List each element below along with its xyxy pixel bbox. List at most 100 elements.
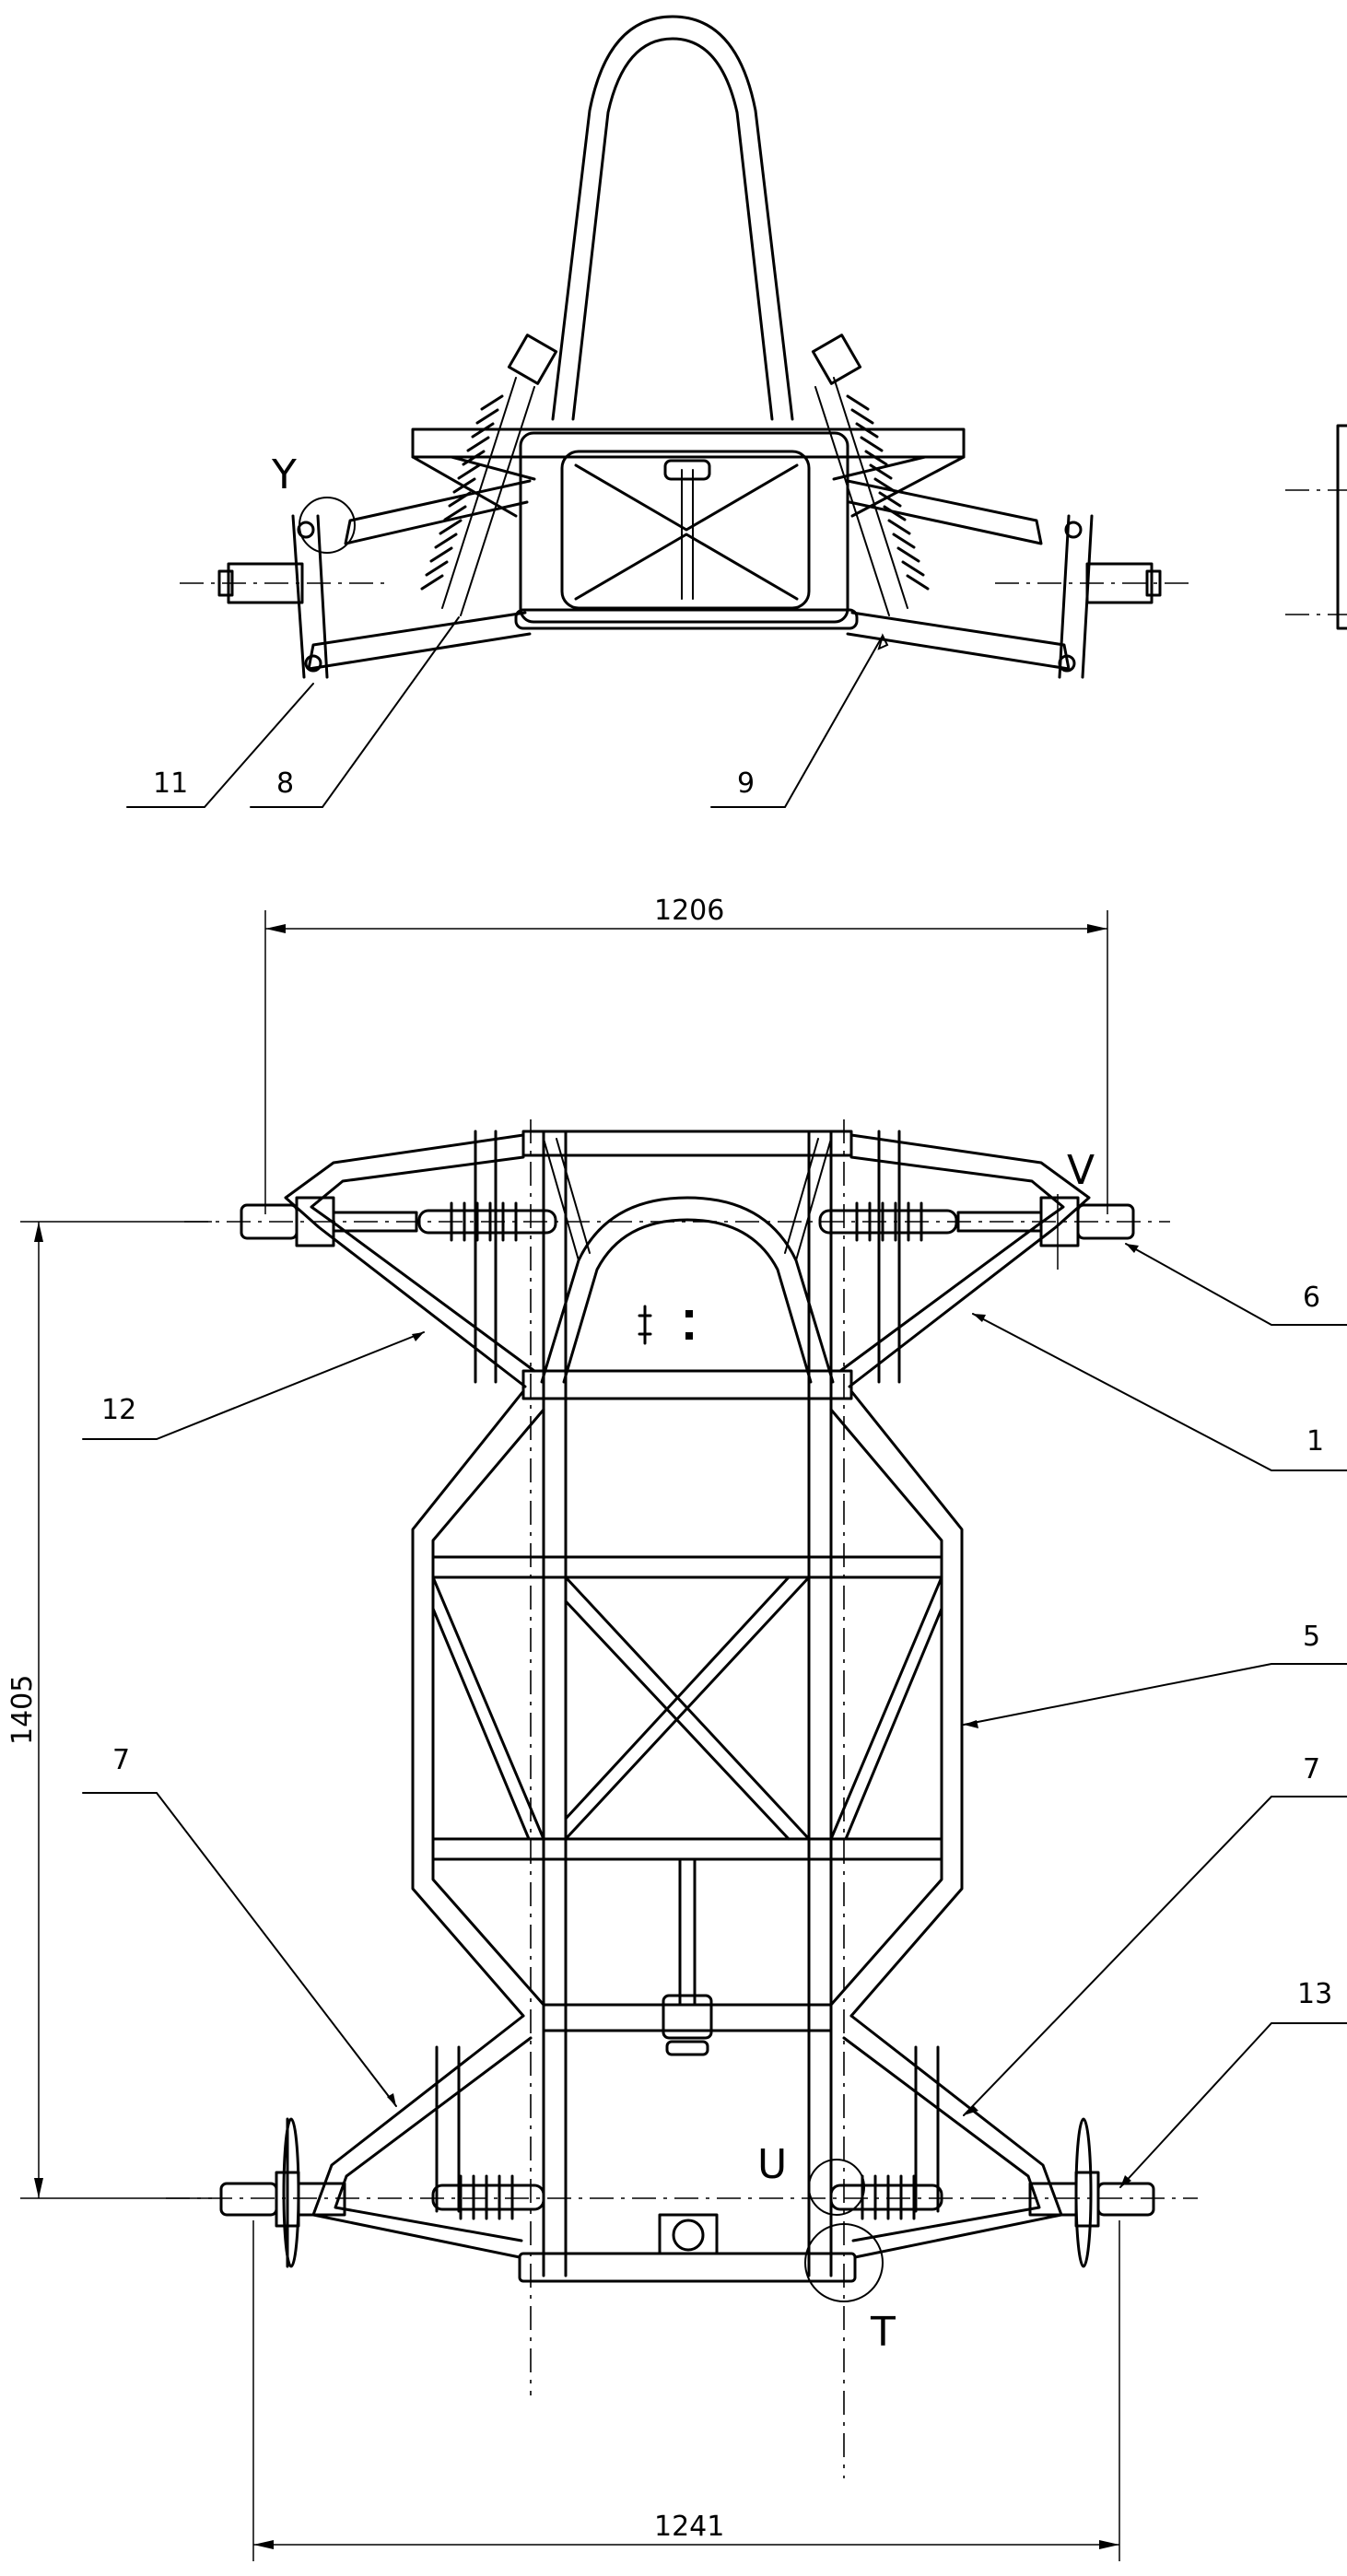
right-main-rail: [807, 1130, 833, 2277]
spine-block: [665, 2040, 709, 2056]
roll-hoop-outer: [551, 15, 794, 421]
right-coilover: [811, 334, 930, 616]
rear-right-a-arm: [842, 2014, 1063, 2259]
front-box-cap: [663, 459, 711, 481]
front-bottom-plate: [514, 608, 859, 630]
front-box-brace-b: [574, 533, 799, 601]
detail-label-v: V: [1067, 1147, 1095, 1194]
right-hub-nut: [1145, 569, 1162, 597]
left-lower-wishbone: [307, 611, 532, 671]
rear-cross-member: [542, 2003, 833, 2032]
front-left-coilover: [417, 1201, 557, 1242]
front-right-a-arm: [838, 1133, 1091, 1388]
dim-front-track-value: 1206: [654, 895, 724, 927]
left-outer-rail: [474, 1130, 498, 1384]
rear-sensor-box: [658, 2213, 719, 2255]
roll-hoop-inner: [571, 37, 774, 421]
left-upper-joint: [297, 521, 315, 539]
leader-6: [1125, 1243, 1347, 1326]
arrow-12: [412, 1332, 424, 1341]
rear-left-a-arm: [311, 2014, 533, 2259]
plan-view: 1206 1405 1241: [6, 895, 1347, 2561]
detail-label-u: U: [757, 2141, 787, 2188]
right-lower-joint: [1058, 654, 1076, 673]
front-box-frame: [519, 431, 849, 624]
left-main-rail: [542, 1130, 568, 2277]
leader-13: [1119, 2022, 1347, 2188]
cross-member-2: [431, 1837, 943, 1861]
front-top-plate: [411, 427, 966, 459]
front-stay-left: [411, 455, 536, 518]
right-outer-rail: [877, 1130, 901, 1384]
front-cross-member: [521, 1130, 853, 1157]
rear-inner-right: [914, 2045, 940, 2213]
side-diag-right: [829, 1575, 943, 1841]
leader-9: [710, 635, 884, 808]
left-upright: [291, 514, 329, 679]
leader-7-right: [963, 1796, 1347, 2116]
arrow-7-left: [387, 2093, 396, 2106]
side-view-fragment: [1336, 424, 1347, 630]
callout-7-right: 7: [1303, 1753, 1320, 1786]
front-box-center: [681, 469, 694, 600]
leader-7-left: [82, 1792, 397, 2107]
detail-label-y: Y: [271, 451, 297, 498]
frame-right-side: [829, 1389, 964, 2018]
arrow-13: [1120, 2175, 1131, 2187]
dimension-wheelbase: 1405: [6, 1221, 212, 2199]
left-lower-joint: [304, 654, 322, 673]
callout-11: 11: [153, 767, 188, 800]
detail-circle-u: [808, 2159, 865, 2216]
front-box-brace-a: [574, 463, 799, 532]
dimension-front-track: 1206: [264, 895, 1108, 1214]
rear-inner-left: [435, 2045, 461, 2213]
callout-9: 9: [737, 767, 755, 800]
cross-member-1: [431, 1555, 943, 1579]
callout-1: 1: [1306, 1425, 1324, 1458]
leader-1: [972, 1313, 1347, 1471]
dim-wheelbase-value: 1405: [6, 1675, 39, 1745]
right-upper-wishbone: [846, 479, 1043, 545]
dim-rear-track-value: 1241: [654, 2511, 724, 2543]
front-left-hub: [240, 1196, 418, 1247]
callout-7-left: 7: [112, 1744, 130, 1776]
dimension-rear-track: 1241: [252, 2220, 1120, 2561]
detail-circle-y: [299, 497, 356, 554]
front-view: Y 11 8 9: [126, 15, 1347, 808]
leader-12: [82, 1331, 425, 1440]
arrow-1: [973, 1314, 986, 1322]
plan-roll-hoop-outer: [540, 1196, 835, 1384]
arrow-9: [877, 633, 889, 650]
roll-hoop-brace-left: [543, 1138, 591, 1261]
roll-hoop-brace-right: [784, 1138, 832, 1261]
front-cross-lower: [521, 1369, 853, 1400]
steering-marks: [638, 1305, 693, 1345]
callout-5: 5: [1303, 1621, 1320, 1653]
detail-label-t: T: [870, 2309, 896, 2356]
arrow-7-right: [964, 2105, 978, 2115]
left-upper-wishbone: [344, 479, 532, 545]
arrow-5: [964, 1720, 978, 1728]
arrow-6: [1126, 1244, 1139, 1253]
plan-roll-hoop-inner: [562, 1218, 813, 1384]
leader-5: [963, 1663, 1347, 1726]
left-coilover: [420, 334, 558, 616]
front-left-a-arm: [284, 1133, 536, 1388]
side-diag-left: [431, 1575, 545, 1841]
cross-x-brace-b: [564, 1575, 811, 1841]
callout-13: 13: [1297, 1978, 1332, 2010]
front-right-hub: [956, 1196, 1135, 1247]
central-spine: [678, 1857, 697, 2007]
rear-left-hub: [219, 2117, 346, 2268]
frame-left-side: [411, 1389, 545, 2018]
front-right-coilover: [818, 1201, 958, 1242]
leader-11: [126, 683, 314, 808]
rear-right-hub: [1028, 2117, 1155, 2268]
rear-left-coilover: [431, 2174, 545, 2220]
front-box-inner: [560, 450, 811, 610]
right-upper-joint: [1064, 521, 1083, 539]
rear-sensor-circle: [672, 2219, 705, 2252]
differential-mount: [662, 1994, 713, 2040]
callout-12: 12: [101, 1394, 136, 1426]
